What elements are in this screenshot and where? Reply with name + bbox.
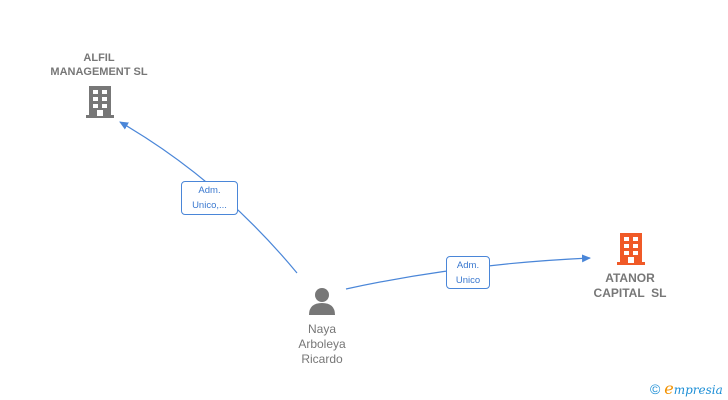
edge-label-role[interactable]: Adm. Unico,...	[181, 181, 238, 215]
node-label-person[interactable]: Naya Arboleya Ricardo	[280, 322, 364, 367]
node-label-line: Arboleya	[298, 337, 346, 351]
node-label-line: Naya	[307, 322, 336, 336]
edge-label-line: Adm.	[198, 185, 221, 196]
node-label-line: Ricardo	[301, 352, 343, 366]
brand-name: mpresia	[673, 383, 723, 397]
edge-label-line: Unico	[455, 275, 481, 286]
brand-logo: © empresia	[650, 379, 723, 398]
edge-label-role[interactable]: Adm. Unico	[446, 256, 490, 289]
node-label-alfil[interactable]: ALFIL MANAGEMENT SL	[40, 51, 158, 79]
node-label-line: CAPITAL SL	[593, 286, 667, 300]
copyright-icon: ©	[650, 381, 661, 397]
node-label-atanor[interactable]: ATANOR CAPITAL SL	[578, 271, 682, 301]
edge-label-line: Adm.	[456, 260, 480, 271]
brand-initial: e	[664, 379, 674, 398]
building-icon[interactable]	[84, 84, 116, 120]
building-icon[interactable]	[615, 231, 647, 267]
node-label-line: ATANOR	[605, 271, 655, 285]
person-icon[interactable]	[307, 286, 337, 316]
edge-label-line: Unico,...	[192, 200, 227, 211]
node-label-line: ALFIL	[83, 52, 115, 64]
node-label-line: MANAGEMENT SL	[50, 66, 148, 78]
